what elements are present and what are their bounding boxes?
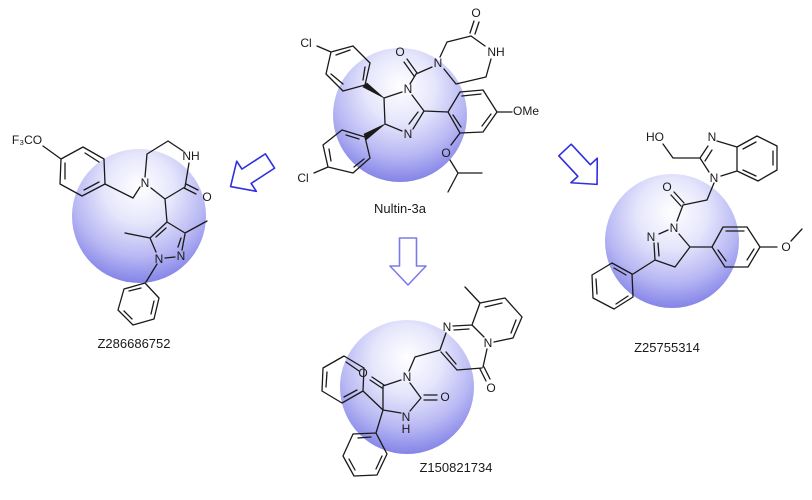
- atom-label: O: [486, 381, 495, 395]
- atom-label: N: [708, 130, 717, 144]
- block-arrow-down-icon: [389, 237, 427, 286]
- atom-label: NH: [182, 149, 199, 163]
- atom-label: O: [441, 146, 450, 160]
- atom-label: O: [471, 6, 480, 20]
- highlight-sphere-right: [605, 174, 739, 308]
- atom-label: N: [177, 249, 186, 263]
- highlight-sphere-left: [72, 149, 206, 283]
- compound-label-z286686752: Z286686752: [97, 336, 171, 351]
- bond-lines: [321, 286, 523, 477]
- atom-label: N: [402, 410, 411, 424]
- atom-label: N: [670, 221, 679, 235]
- atom-label: Cl: [300, 36, 311, 50]
- atom-label: O: [440, 390, 449, 404]
- compound-label-z25755314: Z25755314: [634, 340, 700, 355]
- atom-label: N: [443, 320, 452, 334]
- atom-label: O: [395, 45, 404, 59]
- block-arrow-left-icon: [229, 153, 276, 193]
- atom-label: O: [358, 366, 367, 380]
- atom-label: O: [202, 190, 211, 204]
- transformation-arrows: [229, 143, 599, 286]
- atom-label: N: [141, 176, 150, 190]
- atom-label: N: [434, 56, 443, 70]
- stereo-wedge-bond: [363, 123, 386, 141]
- bond-lines: [313, 20, 513, 193]
- atom-label: N: [404, 82, 413, 96]
- atom-label: O: [781, 240, 790, 254]
- atom-label: Cl: [297, 171, 308, 185]
- atom-label: N: [403, 370, 412, 384]
- atom-label: F₃CO: [12, 133, 42, 147]
- compound-label-z150821734: Z150821734: [419, 460, 493, 475]
- atom-label: HO: [646, 130, 664, 144]
- atom-label: OMe: [513, 104, 539, 118]
- atom-label: N: [155, 252, 164, 266]
- highlight-sphere-center: [333, 48, 467, 182]
- atom-label: NH: [487, 45, 504, 59]
- bond-lines: [42, 140, 208, 326]
- atom-label: H: [402, 422, 411, 436]
- atom-label: N: [647, 230, 656, 244]
- atom-label: N: [404, 127, 413, 141]
- bond-lines: [591, 135, 803, 310]
- atom-label: O: [662, 180, 671, 194]
- compound-label-nultin-3a: Nultin-3a: [373, 201, 427, 216]
- block-arrow-right-icon: [557, 143, 599, 186]
- stereo-wedge-bond: [362, 82, 385, 99]
- atom-label: N: [484, 336, 493, 350]
- highlight-sphere-bottom: [340, 320, 474, 454]
- atom-label: N: [710, 171, 719, 185]
